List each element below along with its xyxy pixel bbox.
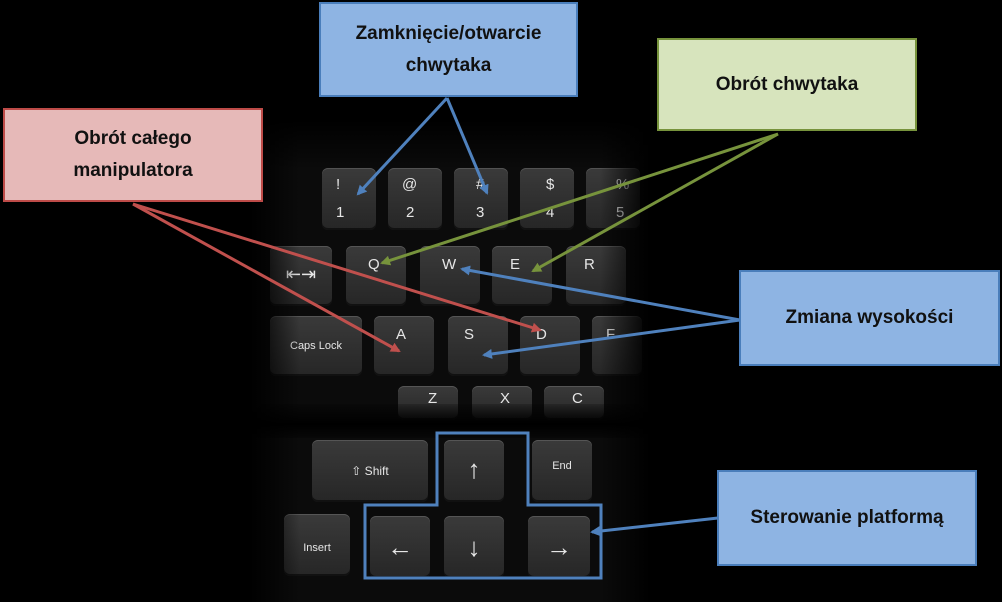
key-4-bottom: 4 xyxy=(546,204,555,221)
key-down: ↓ xyxy=(444,516,504,578)
key-2-top: @ xyxy=(402,176,418,193)
end-label: End xyxy=(552,460,572,472)
insert-label: Insert xyxy=(303,542,331,554)
callout-manipulator-rotation: Obrót całego manipulatora xyxy=(3,108,263,202)
callout-platform-control-text: Sterowanie platformą xyxy=(750,507,944,528)
key-a-label: A xyxy=(396,326,407,343)
key-up: ↑ xyxy=(444,440,504,502)
key-end: End xyxy=(532,440,592,502)
callout-gripper-rotation-text: Obrót chwytaka xyxy=(715,73,859,95)
arrow-gripper-to-1 xyxy=(356,96,449,196)
arrow-height-to-w xyxy=(460,265,741,322)
arrow-left-icon: ← xyxy=(387,532,413,562)
key-1: ! 1 xyxy=(322,168,376,230)
key-s-label: S xyxy=(464,326,475,343)
callout-platform-control: Sterowanie platformą xyxy=(717,470,977,566)
key-z-label: Z xyxy=(428,390,438,407)
key-right: → xyxy=(528,516,590,578)
arrow-gripper-to-3 xyxy=(445,97,489,195)
arrow-manipulator-to-d xyxy=(132,202,542,333)
callout-height-change-text: Zmiana wysokości xyxy=(785,307,954,328)
key-q-label: Q xyxy=(368,256,380,273)
callout-height-change: Zmiana wysokości xyxy=(739,270,1000,366)
key-w-label: W xyxy=(442,256,457,273)
shift-label: ⇧ Shift xyxy=(351,464,389,478)
arrow-rotation-to-e xyxy=(531,132,779,273)
key-d-label: D xyxy=(536,326,547,343)
key-c-label: C xyxy=(572,390,583,407)
callout-manipulator-rotation-text: Obrót całego manipulatora xyxy=(73,128,193,181)
callout-gripper-open-close: Zamknięcie/otwarcie chwytaka xyxy=(319,2,578,97)
key-1-bottom: 1 xyxy=(336,204,345,221)
key-left: ← xyxy=(370,516,430,578)
key-a: A xyxy=(374,316,434,376)
key-s: S xyxy=(448,316,508,376)
key-q: Q xyxy=(346,246,406,306)
key-r-label: R xyxy=(584,256,595,273)
caps-lock-label: Caps Lock xyxy=(290,340,342,352)
arrow-platform-to-keys xyxy=(590,516,719,537)
key-2-bottom: 2 xyxy=(406,204,415,221)
key-4: $ 4 xyxy=(520,168,574,230)
callout-gripper-open-close-text: Zamknięcie/otwarcie chwytaka xyxy=(355,22,542,76)
arrow-right-icon: → xyxy=(546,532,572,562)
arrow-rotation-to-q xyxy=(380,132,779,266)
key-3-bottom: 3 xyxy=(476,204,485,221)
arrow-manipulator-to-a xyxy=(132,202,401,353)
arrow-height-to-s xyxy=(482,318,741,359)
key-x-label: X xyxy=(500,390,511,407)
key-2: @ 2 xyxy=(388,168,442,230)
arrow-down-icon: ↓ xyxy=(467,532,481,562)
key-e-label: E xyxy=(510,256,521,273)
callout-gripper-rotation: Obrót chwytaka xyxy=(657,38,917,131)
key-shift: ⇧ Shift xyxy=(312,440,428,502)
arrow-keys-outline xyxy=(363,431,603,580)
key-1-top: ! xyxy=(336,176,341,193)
key-4-top: $ xyxy=(546,176,555,193)
arrow-up-icon: ↑ xyxy=(467,454,481,484)
